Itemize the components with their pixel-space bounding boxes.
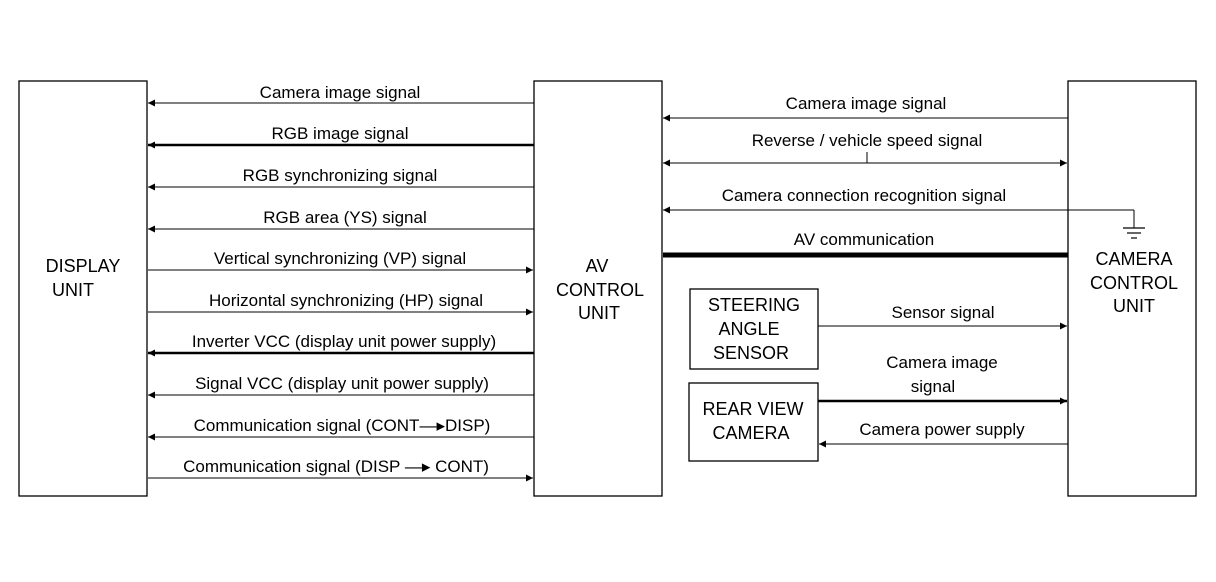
left-signal-10-label: Communication signal (DISP —▸ CONT) [183, 457, 489, 476]
steering-angle-sensor-label-line2: ANGLE [718, 319, 779, 339]
av-communication-label: AV communication [794, 230, 934, 249]
camera-power-label: Camera power supply [859, 420, 1025, 439]
left-signal-6: Horizontal synchronizing (HP) signal [148, 291, 533, 316]
camera-control-unit-label-line2: CONTROL [1090, 273, 1178, 293]
right-signal-reverse-speed: Reverse / vehicle speed signal [663, 131, 1067, 167]
display-unit-block: DISPLAY UNIT [18, 80, 148, 497]
left-signal-5: Vertical synchronizing (VP) signal [148, 249, 533, 274]
left-signal-7: Inverter VCC (display unit power supply) [148, 332, 534, 357]
right-signal-connection-recognition-label: Camera connection recognition signal [722, 186, 1006, 205]
rear-camera-image-wire: Camera image signal [818, 353, 1067, 405]
left-signal-4-label: RGB area (YS) signal [263, 208, 426, 227]
rear-view-camera-block: REAR VIEW CAMERA [688, 382, 819, 462]
left-signal-7-label: Inverter VCC (display unit power supply) [192, 332, 496, 351]
display-unit-label-line2: UNIT [52, 280, 94, 300]
rear-view-camera-label-line1: REAR VIEW [702, 399, 803, 419]
sensor-signal-label: Sensor signal [891, 303, 994, 322]
av-communication-bus: AV communication [663, 230, 1068, 258]
left-signal-5-label: Vertical synchronizing (VP) signal [214, 249, 466, 268]
right-signal-connection-recognition: Camera connection recognition signal [663, 186, 1135, 228]
left-signal-3-label: RGB synchronizing signal [243, 166, 438, 185]
rear-view-camera-label-line2: CAMERA [712, 423, 789, 443]
left-signal-1: Camera image signal [148, 83, 534, 107]
camera-control-unit-label-line3: UNIT [1113, 296, 1155, 316]
left-signal-2: RGB image signal [148, 124, 534, 149]
left-signal-4: RGB area (YS) signal [148, 208, 534, 233]
left-signal-9: Communication signal (CONT—▸DISP) [148, 416, 534, 441]
left-signal-1-label: Camera image signal [260, 83, 421, 102]
camera-control-unit-label-line1: CAMERA [1095, 249, 1172, 269]
left-signal-6-label: Horizontal synchronizing (HP) signal [209, 291, 483, 310]
av-control-unit-label-line1: AV [586, 256, 609, 276]
right-signal-camera-image: Camera image signal [663, 94, 1068, 122]
left-signal-3: RGB synchronizing signal [148, 166, 534, 191]
camera-power-wire: Camera power supply [819, 420, 1068, 448]
steering-angle-sensor-label-line1: STEERING [708, 295, 800, 315]
right-signal-reverse-speed-label: Reverse / vehicle speed signal [752, 131, 983, 150]
display-unit-label-line1: DISPLAY [46, 256, 121, 276]
rear-camera-image-label-line2: signal [911, 377, 955, 396]
left-signal-8-label: Signal VCC (display unit power supply) [195, 374, 489, 393]
av-control-unit-label-line2: CONTROL [556, 280, 644, 300]
ground-symbol-icon [1123, 227, 1145, 239]
right-signal-camera-image-label: Camera image signal [786, 94, 947, 113]
sensor-signal-wire: Sensor signal [818, 303, 1067, 330]
av-control-unit-label-line3: UNIT [578, 303, 620, 323]
left-signal-8: Signal VCC (display unit power supply) [148, 374, 534, 399]
camera-control-unit-block: CAMERA CONTROL UNIT [1067, 80, 1197, 497]
av-control-unit-block: AV CONTROL UNIT [533, 80, 663, 497]
left-signal-10: Communication signal (DISP —▸ CONT) [148, 457, 533, 482]
left-signal-2-label: RGB image signal [271, 124, 408, 143]
left-signal-9-label: Communication signal (CONT—▸DISP) [194, 416, 491, 435]
rear-camera-image-label-line1: Camera image [886, 353, 998, 372]
steering-angle-sensor-block: STEERING ANGLE SENSOR [689, 288, 819, 370]
steering-angle-sensor-label-line3: SENSOR [713, 343, 789, 363]
